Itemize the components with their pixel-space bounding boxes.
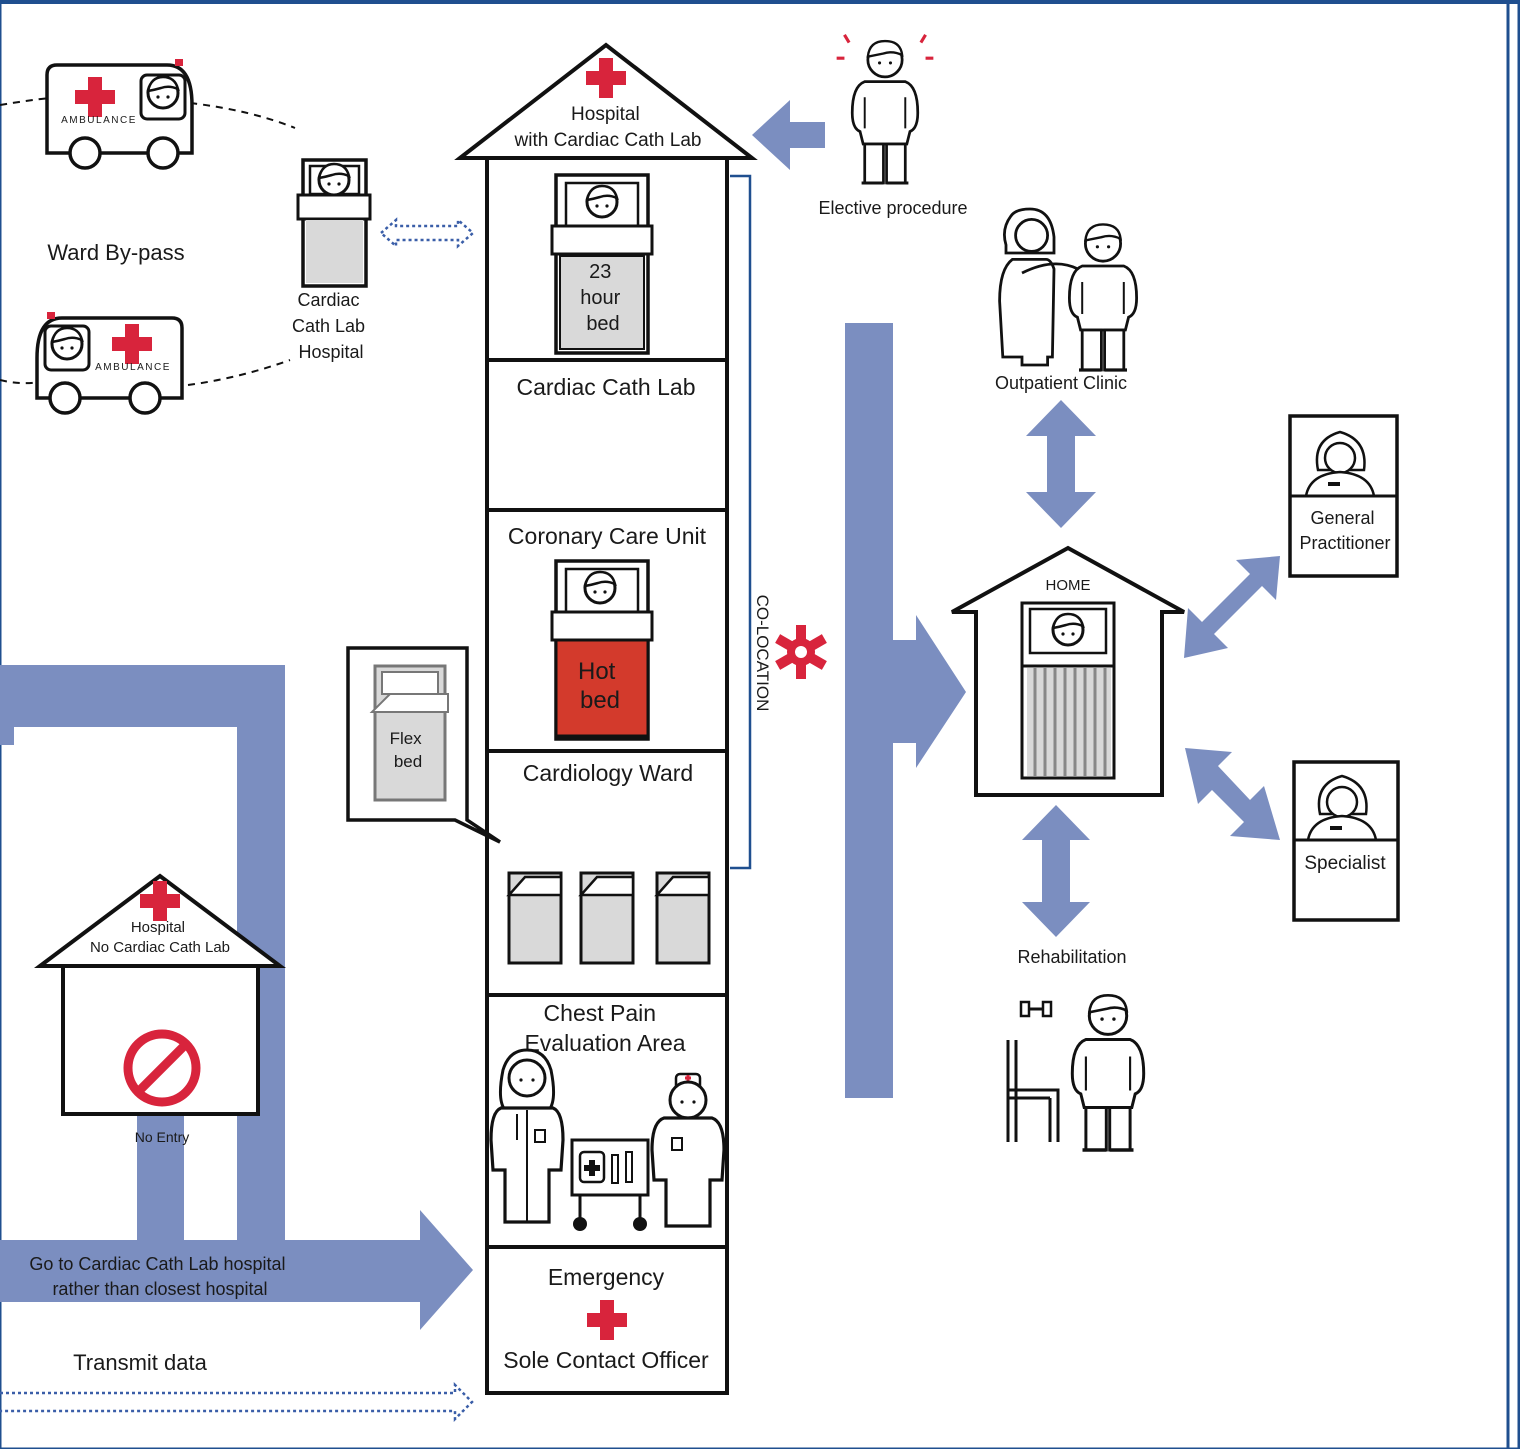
hospital-title: Hospital with Cardiac Cath Lab [514,104,702,151]
elective-label: Elective procedure [818,198,967,218]
chair-icon [1006,1040,1060,1142]
discharge-flow-arrow [845,323,966,1098]
receptionist-icon [1306,774,1378,841]
go-to-label: Go to Cardiac Cath Lab hospital rather t… [29,1254,290,1299]
hot-bed: Hot bed [550,559,654,741]
transfer-dotted-arrow [379,217,475,249]
no-cath-hospital-label: Hospital No Cardiac Cath Lab [90,919,230,956]
cath-lab-hospital-label: Cardiac Cath Lab Hospital [292,290,370,362]
sole-contact-label: Sole Contact Officer [503,1347,709,1373]
person-icon [1070,993,1146,1152]
home-house: HOME [951,545,1185,797]
person-icon [836,33,934,185]
specialist: Specialist [1292,760,1400,922]
home-gp-arrow [1184,556,1280,658]
cath-lab-room-label: Cardiac Cath Lab [517,374,696,400]
ambulance-icon: AMBULANCE [35,312,184,415]
receptionist-icon [1304,430,1376,497]
outpatient-home-arrow [1026,400,1096,528]
rehab-label: Rehabilitation [1017,947,1126,967]
ambulance-label: AMBULANCE [61,115,137,126]
doctor-icon [489,1048,565,1224]
specialist-label: Specialist [1304,853,1386,874]
nurse-icon [650,1072,726,1228]
bed-23-label: 23 hour bed [580,261,626,335]
ward-beds [507,871,711,965]
general-practitioner: General Practitioner [1288,414,1399,578]
chest-pain-label: Chest Pain Evaluation Area [524,1000,685,1056]
transmit-dotted-arrow [0,1381,474,1423]
home-specialist-arrow [1185,748,1280,840]
medical-cart-icon [570,1138,650,1231]
bed-icon [579,871,635,965]
hospital-no-cath-lab: Hospital No Cardiac Cath Lab No Entry [34,873,286,1145]
ambulance-icon: AMBULANCE [45,59,194,170]
go-to-arrow [0,1210,473,1330]
ccu-label: Coronary Care Unit [508,523,707,549]
transmit-data-label: Transmit data [73,1350,207,1375]
dumbbell-icon [1019,1000,1053,1018]
cardiology-ward-label: Cardiology Ward [523,760,693,786]
co-location-bracket [730,174,752,870]
emergency-label: Emergency [548,1264,665,1290]
elective-arrow [752,100,825,170]
flex-bed-callout: Flex bed [346,646,501,844]
flex-bed-label: Flex bed [390,729,427,771]
outpatient-label: Outpatient Clinic [995,373,1127,393]
bed-23-hour: 23 hour bed [550,173,654,355]
bed-icon [655,871,711,965]
striped-blanket [1027,668,1111,776]
hot-bed-label: Hot bed [578,658,622,714]
co-location-label: CO-LOCATION [753,595,772,712]
gp-label: General Practitioner [1299,508,1390,553]
bed-icon [296,158,372,288]
no-entry-icon [123,1029,201,1107]
home-label: HOME [1046,577,1091,594]
outpatient-clinic-icon [998,207,1139,372]
no-entry-label: No Entry [135,1129,189,1145]
bed-icon [507,871,563,965]
ward-bypass-label: Ward By-pass [47,240,184,265]
home-rehab-arrow [1022,805,1090,937]
gear-icon [775,625,827,679]
ambulance-label: AMBULANCE [95,362,171,373]
